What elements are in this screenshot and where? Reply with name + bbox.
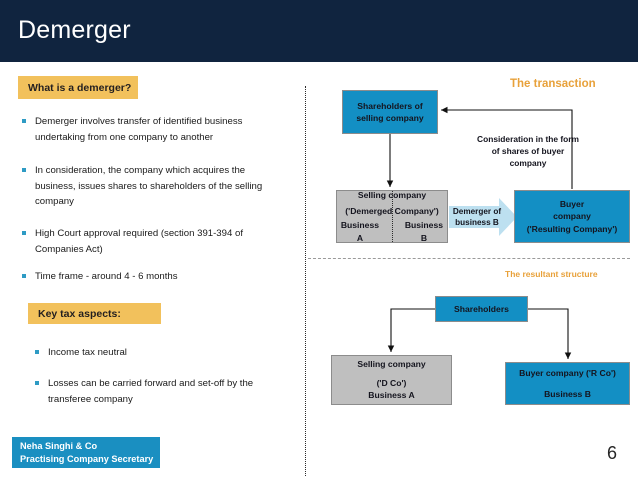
list-item: Time frame - around 4 - 6 months — [22, 269, 287, 285]
node-line: Buyer — [559, 198, 585, 209]
vertical-dotted-divider — [305, 86, 306, 476]
node-line: Business A — [368, 390, 415, 401]
node-buyer-company-resulting[interactable]: Buyer company ('Resulting Company') — [514, 190, 630, 243]
slide-header-bar — [0, 0, 638, 62]
page-title: Demerger — [18, 16, 131, 44]
horizontal-dashed-divider — [308, 258, 630, 259]
node-line: ('Demerged Company') — [345, 205, 439, 216]
node-selling-company-d-co[interactable]: Selling company ('D Co') Business A — [331, 355, 452, 405]
node-line: selling company — [356, 113, 424, 123]
list-item: In consideration, the company which acqu… — [22, 163, 292, 210]
node-line: ('D Co') — [376, 377, 407, 388]
node-businesses: Business A Business B — [337, 219, 447, 244]
node-line: Shareholders of — [357, 100, 423, 111]
list-item-label: Time frame - around 4 - 6 months — [35, 271, 178, 282]
list-item-label: Income tax neutral — [48, 347, 127, 358]
arrow-caption-line1: Demerger of — [452, 207, 502, 216]
node-line: Buyer company ('R Co') — [519, 368, 616, 378]
arrow-caption: Demerger of business B — [449, 206, 505, 228]
note-consideration: Consideration in the form of shares of b… — [477, 134, 579, 168]
footer-company-badge: Neha Singhi & Co Practising Company Secr… — [12, 437, 160, 468]
section-banner-what-is-a-demerger: What is a demerger? — [18, 76, 138, 99]
bullet-square-icon — [22, 274, 26, 278]
diagram-label-resultant-structure: The resultant structure — [505, 269, 598, 279]
node-business-b: Business B — [404, 220, 444, 243]
node-business-a: Business A — [340, 220, 380, 243]
node-buyer-company-r-co[interactable]: Buyer company ('R Co') Business B — [505, 362, 630, 405]
node-line: Shareholders — [454, 303, 509, 314]
diagram-label-transaction: The transaction — [510, 78, 596, 90]
list-item: Losses can be carried forward and set-of… — [35, 376, 285, 407]
list-item-label: Demerger involves transfer of identified… — [35, 116, 243, 143]
page-number: 6 — [607, 443, 618, 463]
list-item-label: Losses can be carried forward and set-of… — [48, 378, 254, 405]
list-item-label: High Court approval required (section 39… — [35, 228, 243, 255]
footer-company-subtitle: Practising Company Secretary — [20, 454, 154, 464]
bullet-square-icon — [22, 231, 26, 235]
arrow-caption-line2: business B — [455, 218, 499, 227]
bullet-square-icon — [35, 350, 39, 354]
node-line: Selling company — [357, 359, 426, 370]
list-item-label: In consideration, the company which acqu… — [35, 165, 263, 207]
section-banner-key-tax-aspects: Key tax aspects: — [28, 303, 161, 324]
footer-company-name: Neha Singhi & Co — [20, 441, 98, 451]
node-line: Selling company — [357, 190, 427, 200]
bullet-square-icon — [35, 381, 39, 385]
bullet-square-icon — [22, 168, 26, 172]
selling-company-split-divider — [392, 191, 393, 242]
node-shareholders-of-selling-company[interactable]: Shareholders of selling company — [342, 90, 438, 134]
list-item: High Court approval required (section 39… — [22, 226, 287, 257]
node-line: ('Resulting Company') — [526, 223, 618, 234]
block-arrow-icon — [449, 198, 517, 236]
list-item: Demerger involves transfer of identified… — [22, 114, 287, 145]
arrow-demerger-of-business-b: Demerger of business B — [449, 198, 517, 236]
node-line: Business B — [544, 388, 591, 399]
node-shareholders[interactable]: Shareholders — [435, 296, 528, 322]
list-item: Income tax neutral — [35, 345, 290, 361]
node-line: company — [553, 211, 591, 222]
bullet-square-icon — [22, 119, 26, 123]
